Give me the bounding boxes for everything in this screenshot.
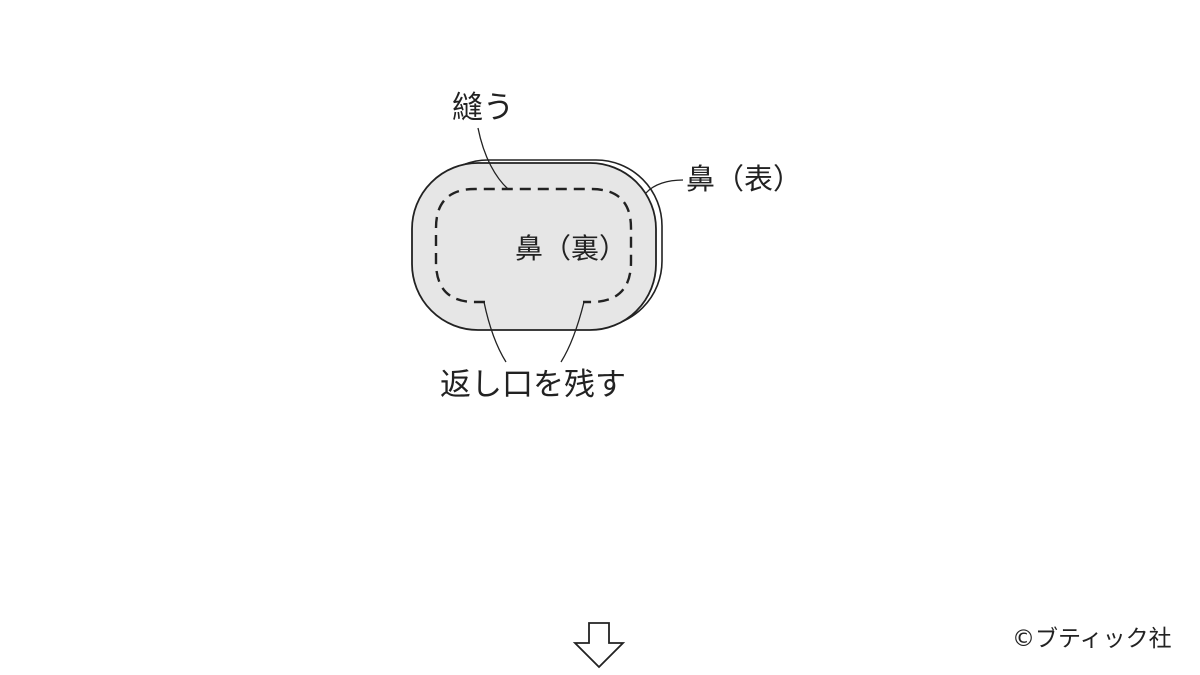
return-leader-right [560, 301, 585, 363]
nose-back-piece [411, 162, 657, 331]
down-arrow-icon [572, 622, 626, 669]
nose-back-label: 鼻（裏） [515, 232, 628, 265]
stitch-line [434, 187, 633, 304]
front-leader-line [645, 179, 684, 194]
sew-leader-line [477, 127, 509, 190]
copyright-label: ©ブティック社 [1012, 626, 1172, 652]
nose-front-label: 鼻（表） [686, 162, 803, 196]
return-opening-label: 返し口を残す [440, 367, 626, 403]
return-leader-left [483, 301, 507, 363]
sew-label: 縫う [452, 90, 514, 126]
